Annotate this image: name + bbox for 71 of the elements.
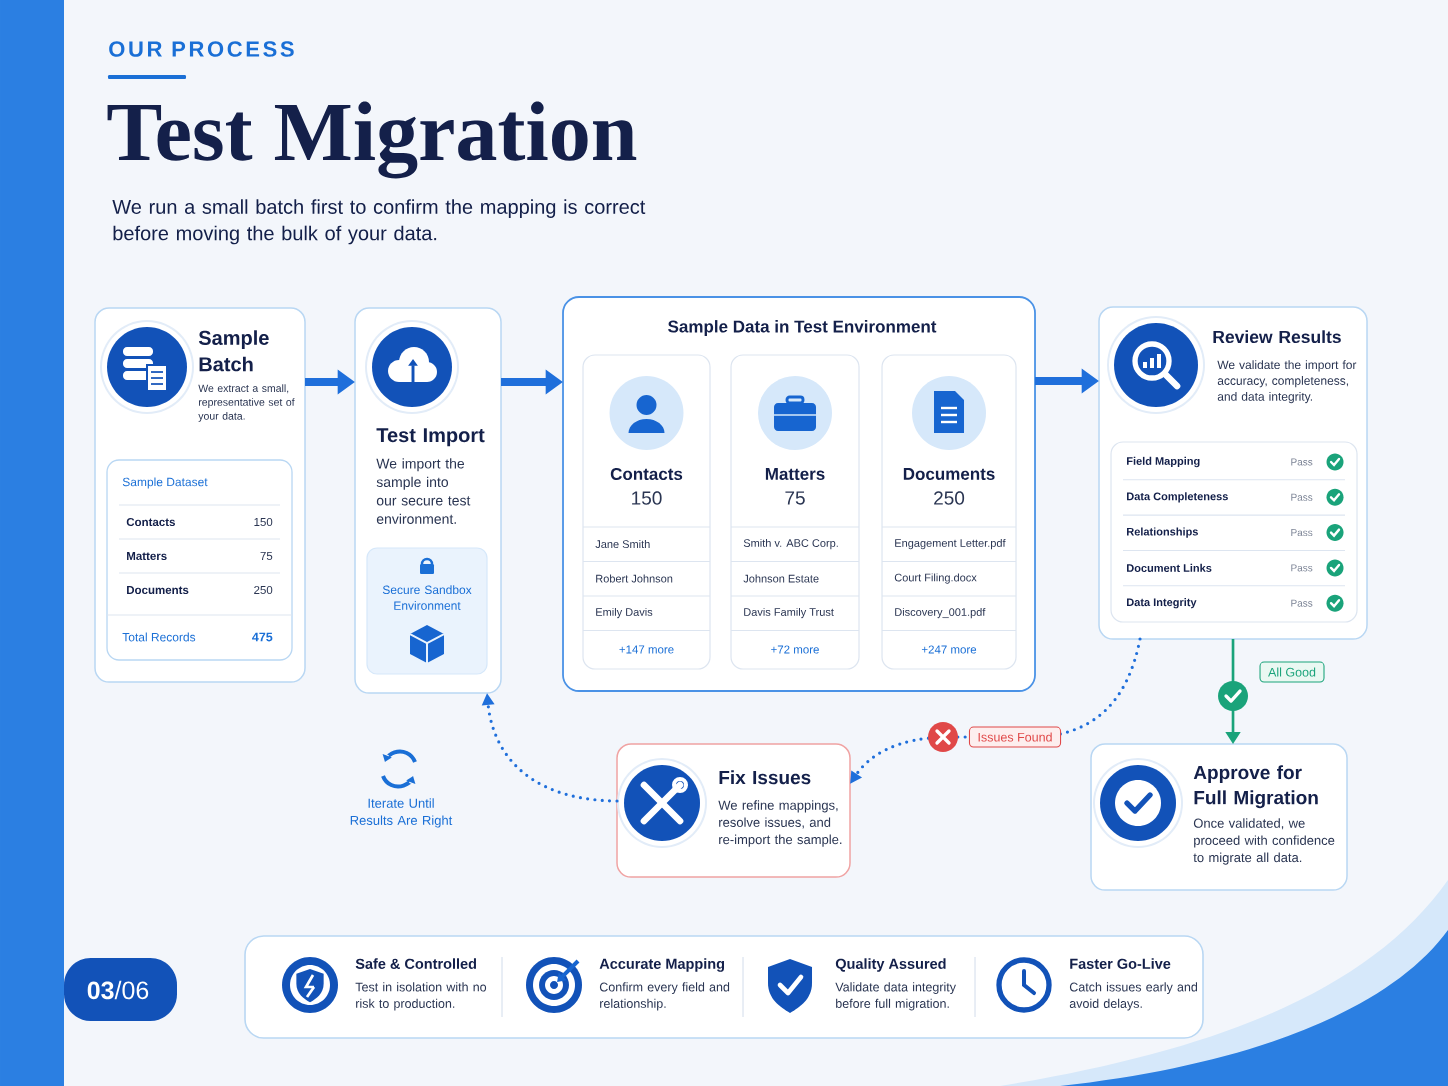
row-label: Matters (127, 552, 167, 560)
check-item: Relationships (1127, 527, 1198, 538)
status-text: Pass (1291, 564, 1313, 572)
feature-title: Quality Assured (835, 958, 946, 972)
more-link: +72 more (771, 645, 819, 654)
card-title: Test Import (376, 428, 485, 447)
card-description: We validate the import for accuracy, completeness, and data integrity. (1217, 360, 1357, 404)
record-title: Matters (765, 468, 825, 480)
feature-text: Validate data integrity before full migration. (835, 982, 956, 1011)
check-item: Data Integrity (1127, 598, 1197, 609)
record-row: Johnson Estate (743, 574, 819, 583)
status-text: Pass (1291, 458, 1313, 466)
total-value: 475 (252, 632, 273, 642)
status-text: Pass (1291, 599, 1313, 607)
record-count: 150 (632, 491, 662, 505)
record-row: Court Filing.docx (894, 573, 977, 584)
record-row: Jane Smith (595, 539, 650, 549)
check-item: Document Links (1127, 563, 1212, 572)
checklist-table (1110, 441, 1358, 623)
panel-text: Secure Sandbox Environment (382, 585, 472, 610)
row-value: 75 (260, 552, 273, 560)
card-description: Once validated, we proceed with confidence to migrate all data. (1193, 818, 1335, 865)
row-value: 150 (254, 517, 273, 527)
data-table (106, 459, 293, 661)
feature-text: Catch issues early and avoid delays. (1069, 982, 1198, 1011)
record-row: Robert Johnson (596, 574, 673, 583)
card-title: Fix Issues (719, 770, 811, 785)
record-card (582, 354, 711, 670)
feature-title: Safe & Controlled (355, 958, 476, 969)
step-card (1090, 743, 1348, 891)
card-title: Review Results (1213, 330, 1341, 344)
feature-title: Faster Go-Live (1070, 958, 1171, 969)
card-title: Approve for Full Migration (1193, 765, 1318, 809)
table-heading: Sample Dataset (122, 477, 208, 489)
record-card (881, 354, 1017, 670)
feature-text: Confirm every field and relationship. (599, 982, 730, 1011)
more-link: +247 more (921, 645, 977, 654)
row-label: Documents (127, 586, 189, 594)
sandbox-panel (366, 547, 488, 675)
title: Test Migration (107, 101, 637, 179)
record-count: 250 (934, 491, 965, 505)
record-card (730, 354, 860, 670)
edge-label: All Good (1259, 661, 1325, 683)
loop-note: Iterate Until Results Are Right (350, 798, 453, 828)
feature-text: Test in isolation with no risk to production. (355, 982, 487, 1011)
check-item: Data Completeness (1127, 492, 1228, 503)
more-link: +147 more (619, 645, 674, 654)
card-description: We refine mappings, resolve issues, and re-import the sample. (718, 800, 842, 847)
feature-title: Accurate Mapping (599, 958, 725, 972)
record-row: Emily Davis (596, 607, 653, 619)
record-row: Engagement Letter.pdf (895, 538, 1006, 550)
card-title: Sample Batch (198, 330, 269, 372)
record-count: 75 (785, 491, 805, 505)
edge-label: Issues Found (968, 726, 1062, 748)
subtitle: We run a small batch first to confirm the mapping is correct before moving the bulk of your data. (112, 199, 646, 245)
record-row: Smith v. ABC Corp. (743, 538, 838, 550)
record-row: Discovery_001.pdf (895, 607, 986, 619)
status-text: Pass (1291, 529, 1313, 537)
check-item: Field Mapping (1127, 456, 1200, 468)
record-title: Contacts (610, 468, 683, 481)
status-text: Pass (1291, 493, 1313, 501)
row-value: 250 (254, 585, 273, 595)
panel-title: Sample Data in Test Environment (668, 320, 937, 336)
record-row: Davis Family Trust (744, 607, 834, 619)
record-title: Documents (903, 468, 995, 480)
kicker-text: OUR PROCESS (109, 41, 294, 57)
row-label: Contacts (126, 517, 175, 527)
card-description: We import the sample into our secure test environment. (376, 458, 471, 524)
total-label: Total Records (122, 632, 196, 642)
step-card (616, 743, 851, 878)
card-description: We extract a small, representative set of your data. (198, 384, 295, 422)
